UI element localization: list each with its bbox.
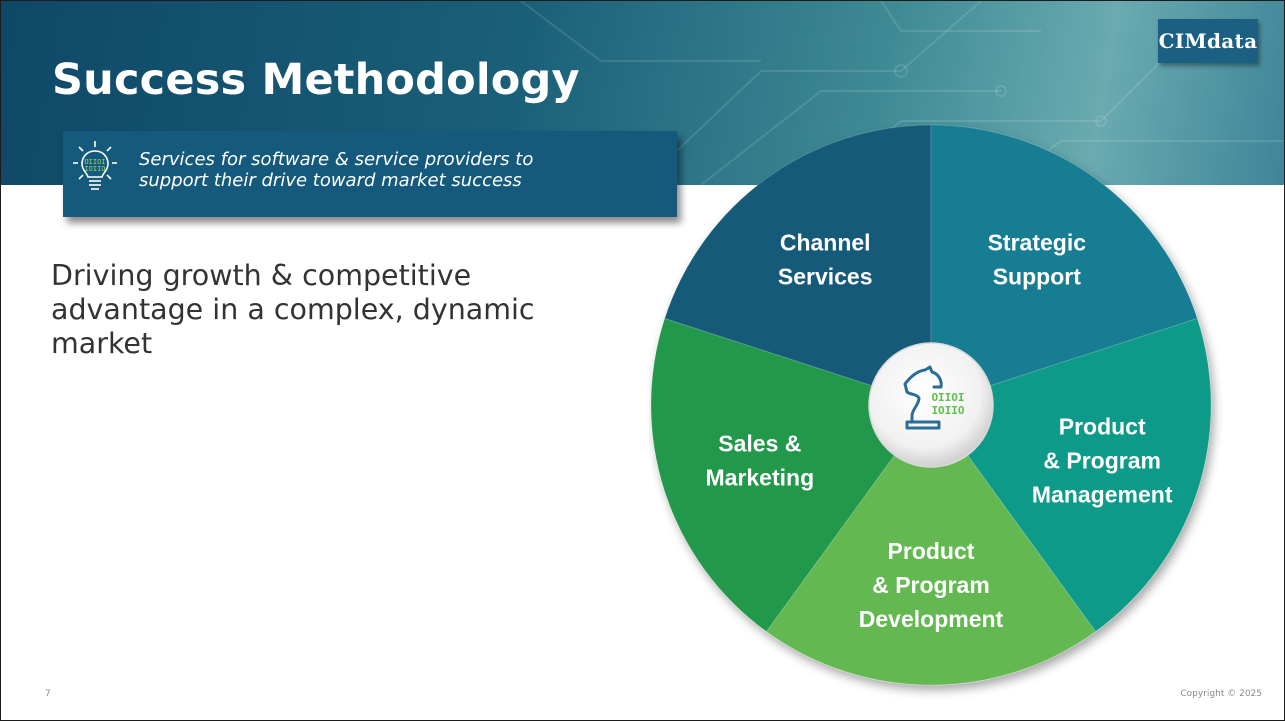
segment-strategic-support-label-line: Support xyxy=(993,263,1081,289)
segment-sales-marketing-label: Sales & Marketing xyxy=(705,431,814,491)
hub-binary-line-2: IOIIO xyxy=(931,404,964,417)
segment-channel-services xyxy=(664,124,932,406)
tagline-box: OIIOI IOIIO Services for software & serv… xyxy=(63,131,677,217)
segment-channel-services-label-line: Channel xyxy=(780,229,871,255)
segment-product-program-development-label-line: & Program xyxy=(872,572,990,598)
segment-sales-marketing-label-line: Marketing xyxy=(705,465,814,491)
wheel-hub xyxy=(868,342,994,468)
svg-text:IOIIO: IOIIO xyxy=(84,165,105,173)
body-line-1: Driving growth & competitive xyxy=(51,259,472,292)
segment-product-program-management xyxy=(930,317,1212,633)
segment-strategic-support xyxy=(930,124,1198,406)
segment-sales-marketing xyxy=(650,317,932,633)
segment-product-program-management-label-line: Management xyxy=(1032,482,1173,508)
chess-knight-binary-icon: OIIOI IOIIO xyxy=(903,365,965,430)
segment-product-program-management-label-line: Product xyxy=(1059,414,1146,440)
body-line-2: advantage in a complex, dynamic xyxy=(51,293,535,326)
page-number: 7 xyxy=(45,689,51,699)
cimdata-logo: CIMdata xyxy=(1158,19,1258,63)
segment-product-program-development-label-line: Product xyxy=(888,538,975,564)
segment-product-program-development-label-line: Development xyxy=(859,606,1004,632)
segment-strategic-support-label-line: Strategic xyxy=(988,229,1087,255)
segment-product-program-management-label-line: & Program xyxy=(1043,448,1161,474)
slide-title: Success Methodology xyxy=(52,55,580,105)
tagline-line-2: support their drive toward market succes… xyxy=(139,170,522,191)
body-text: Driving growth & competitive advantage i… xyxy=(51,259,611,361)
lightbulb-binary-icon: OIIOI IOIIO xyxy=(73,141,117,190)
copyright-text: Copyright © 2025 xyxy=(1180,689,1262,699)
segment-channel-services-label-line: Services xyxy=(778,263,873,289)
tagline-line-1: Services for software & service provider… xyxy=(139,149,534,170)
hub-binary-line-1: OIIOI xyxy=(931,391,964,404)
tagline-text: Services for software & service provider… xyxy=(139,149,659,191)
segment-sales-marketing-label-line: Sales & xyxy=(718,431,801,457)
segment-product-program-development xyxy=(765,404,1097,686)
svg-text:OIIOI: OIIOI xyxy=(84,158,105,166)
body-line-3: market xyxy=(51,327,153,360)
logo-text: CIMdata xyxy=(1158,29,1258,53)
